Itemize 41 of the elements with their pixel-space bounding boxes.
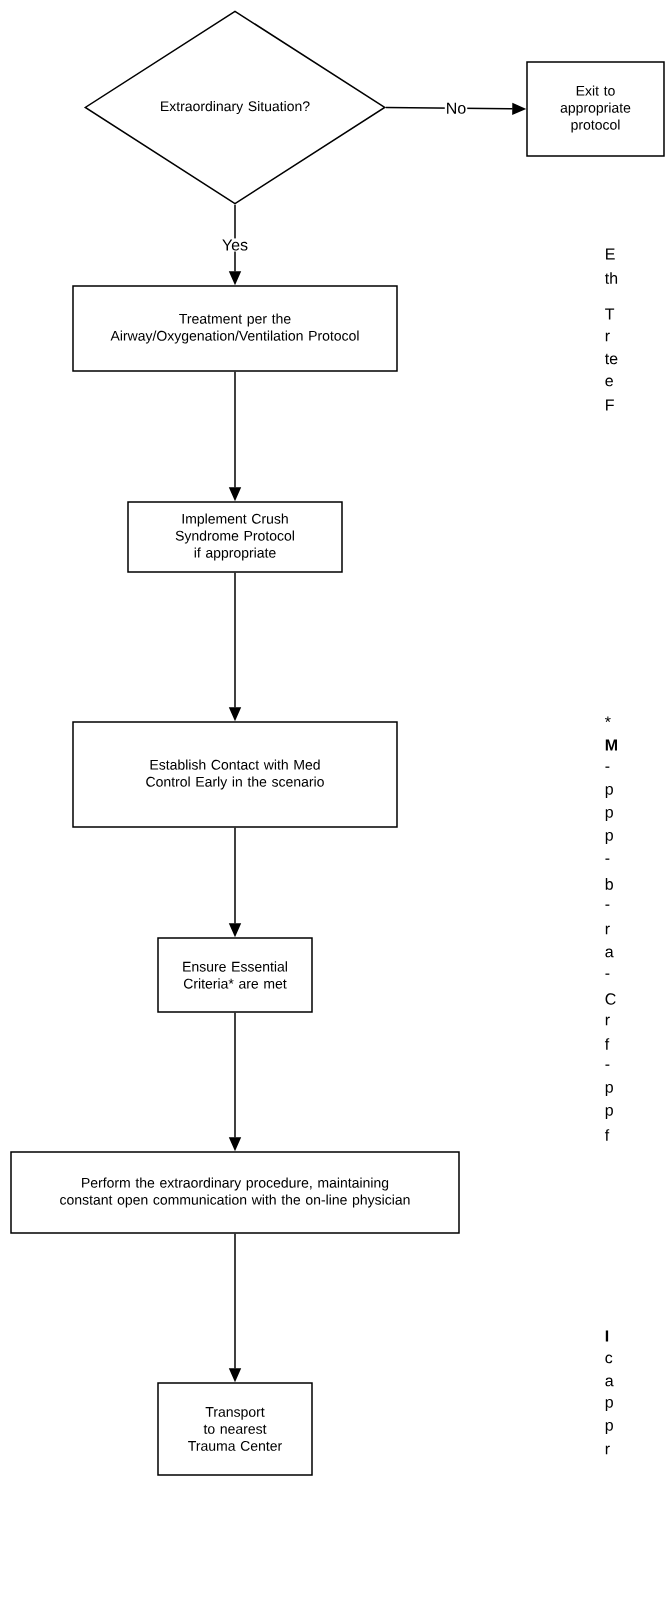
edge-label: Yes	[222, 239, 248, 251]
note-text: T	[605, 308, 615, 320]
edge-label: No	[447, 102, 466, 114]
note-text: p	[605, 1107, 613, 1119]
note-text: F	[606, 399, 614, 411]
note-text: a	[605, 1377, 614, 1387]
note-text: a	[605, 948, 614, 958]
note-text: C	[605, 993, 616, 1005]
note-text: e	[605, 377, 613, 387]
note-text: p	[605, 1084, 613, 1096]
note-text: p	[605, 1399, 613, 1411]
process-box: Treatment per the Airway/Oxygenation/Ventilation Protocol	[72, 285, 398, 372]
note-text: p	[605, 786, 613, 798]
note-text: -	[605, 858, 610, 860]
note-text: f	[604, 1129, 610, 1141]
note-text: r	[605, 925, 610, 935]
note-text: -	[605, 973, 610, 975]
note-text: b	[605, 878, 613, 890]
note-text: -	[605, 904, 610, 906]
note-text: c	[605, 1354, 613, 1364]
process-box: Exit to appropriate protocol	[526, 61, 665, 157]
note-text: I	[605, 1330, 609, 1342]
process-box: Transport to nearest Trauma Center	[157, 1382, 313, 1476]
note-text: r	[605, 332, 610, 342]
note-text: te	[605, 353, 618, 365]
note-text: r	[605, 1445, 610, 1455]
process-box: Implement Crush Syndrome Protocol if appropriate	[127, 501, 343, 573]
process-box: Establish Contact with Med Control Early in the scenario	[72, 721, 398, 828]
note-text: -	[605, 766, 610, 768]
note-text: *	[605, 716, 611, 723]
note-text: E	[606, 248, 615, 260]
process-box: Perform the extraordinary procedure, maintaining constant open communication with the on-line physician	[10, 1151, 460, 1234]
note-text: p	[605, 809, 613, 821]
note-text: p	[605, 832, 613, 844]
process-box: Ensure Essential Criteria* are met	[157, 937, 313, 1013]
note-text: th	[605, 272, 618, 284]
note-text: -	[605, 1064, 610, 1066]
note-text: r	[605, 1016, 610, 1026]
note-text: f	[604, 1038, 610, 1050]
note-text: M	[605, 739, 617, 751]
note-text: p	[605, 1422, 613, 1434]
